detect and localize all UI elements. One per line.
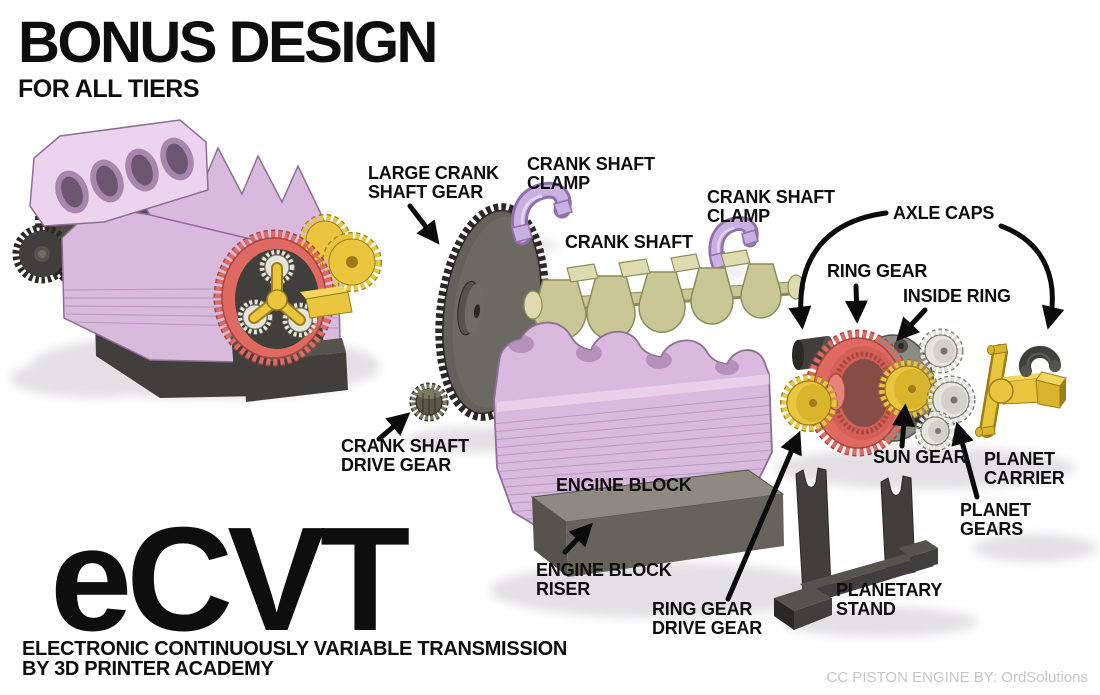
engine-block-riser-part bbox=[530, 469, 785, 577]
label-engine-block: ENGINE BLOCK bbox=[556, 475, 692, 495]
crank-shaft-clamp-part-2 bbox=[708, 216, 759, 271]
arrow-large-crank-shaft-gear bbox=[407, 203, 440, 245]
ring-gear-drive-gear-part bbox=[780, 374, 838, 432]
crank-shaft-part bbox=[523, 249, 805, 341]
arrow-planet-gears bbox=[951, 421, 980, 500]
arrow-inside-ring bbox=[896, 307, 928, 342]
product-byline: BY 3D PRINTER ACADEMY bbox=[22, 658, 274, 680]
assembled-carrier bbox=[248, 262, 353, 326]
label-crank-shaft-clamp-1: CRANK SHAFT CLAMP bbox=[527, 154, 655, 194]
assembled-engine-render bbox=[12, 119, 382, 402]
assembled-intake-ports bbox=[55, 137, 194, 214]
assembled-small-gear bbox=[12, 224, 72, 284]
product-description: ELECTRONIC CONTINUOUSLY VARIABLE TRANSMI… bbox=[22, 638, 568, 660]
credit-line: CC PISTON ENGINE BY: OrdSolutions bbox=[826, 669, 1088, 686]
label-planet-carrier: PLANET CARRIER bbox=[984, 449, 1065, 489]
label-inside-ring: INSIDE RING bbox=[903, 286, 1011, 306]
arrow-axle-cap-left bbox=[788, 210, 889, 330]
arrow-axle-cap-right bbox=[998, 223, 1065, 330]
label-sun-gear: SUN GEAR bbox=[873, 447, 967, 467]
label-ring-gear-drive-gear: RING GEAR DRIVE GEAR bbox=[652, 599, 763, 639]
crank-shaft-drive-gear-part bbox=[409, 382, 449, 422]
label-crank-shaft-drive-gear: CRANK SHAFT DRIVE GEAR bbox=[341, 436, 469, 476]
title-block: BONUS DESIGN FOR ALL TIERS bbox=[18, 10, 438, 104]
arrow-crank-shaft-drive-gear bbox=[376, 412, 411, 442]
axle-cap-right-part bbox=[1019, 346, 1062, 377]
label-crank-shaft: CRANK SHAFT bbox=[565, 232, 693, 252]
label-planetary-stand: PLANETARY STAND bbox=[836, 580, 943, 620]
planet-carrier-part bbox=[975, 343, 1067, 438]
arrow-engine-block-riser bbox=[562, 522, 593, 555]
label-axle-caps: AXLE CAPS bbox=[893, 203, 995, 223]
label-planet-gears: PLANET GEARS bbox=[960, 500, 1031, 540]
planetary-stand-part bbox=[774, 467, 938, 630]
label-engine-block-riser: ENGINE BLOCK RISER bbox=[536, 560, 672, 600]
crank-shaft-clamp-part-1 bbox=[511, 181, 573, 246]
label-crank-shaft-clamp-2: CRANK SHAFT CLAMP bbox=[707, 187, 835, 227]
annotation-arrows bbox=[376, 203, 1065, 602]
poster-subtitle: FOR ALL TIERS bbox=[18, 75, 199, 103]
product-name: eCVT bbox=[50, 497, 410, 662]
assembled-ring-gear bbox=[213, 229, 353, 367]
arrow-ring-gear bbox=[844, 283, 868, 324]
label-ring-gear: RING GEAR bbox=[827, 261, 928, 281]
arrow-ring-gear-drive-gear bbox=[725, 430, 802, 602]
planetary-assembly-exploded bbox=[780, 328, 1067, 457]
arrow-sun-gear bbox=[892, 403, 916, 449]
assembled-yellow-gears bbox=[299, 214, 382, 292]
label-large-crank-shaft-gear: LARGE CRANK SHAFT GEAR bbox=[368, 163, 499, 203]
poster-title: BONUS DESIGN bbox=[18, 10, 438, 75]
